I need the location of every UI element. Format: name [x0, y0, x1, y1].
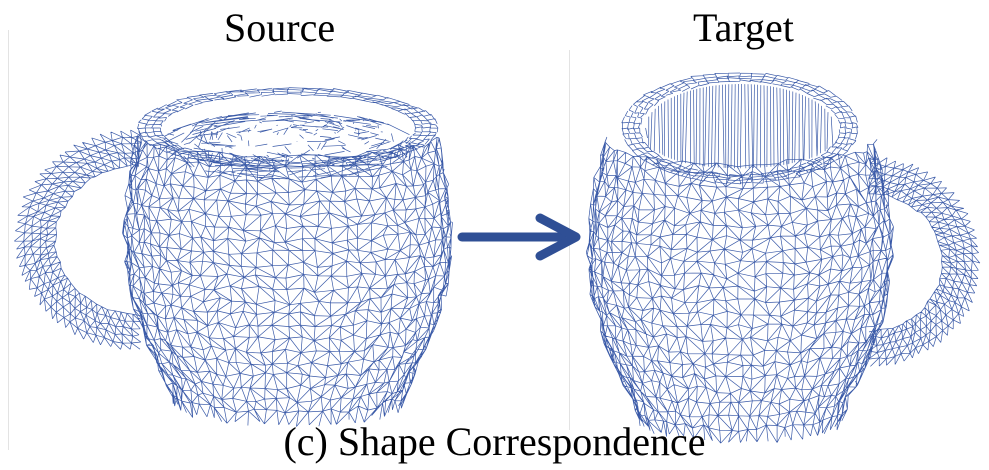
- target-mug-mesh: [585, 72, 981, 444]
- left-divider: [8, 30, 9, 450]
- mug-body-wireframe: [585, 136, 894, 444]
- mug-handle-wireframe: [14, 129, 142, 350]
- mug-rim-wireframe: [621, 72, 859, 185]
- source-label: Source: [224, 5, 336, 50]
- target-label: Target: [693, 5, 794, 50]
- mug-body-wireframe: [122, 135, 453, 427]
- mug-handle-wireframe: [868, 157, 981, 367]
- source-mug-mesh: [14, 87, 453, 427]
- mug-rim-wireframe: [137, 87, 439, 180]
- right-arrow-icon: [457, 213, 581, 261]
- figure-caption: (c) Shape Correspondence: [283, 419, 706, 464]
